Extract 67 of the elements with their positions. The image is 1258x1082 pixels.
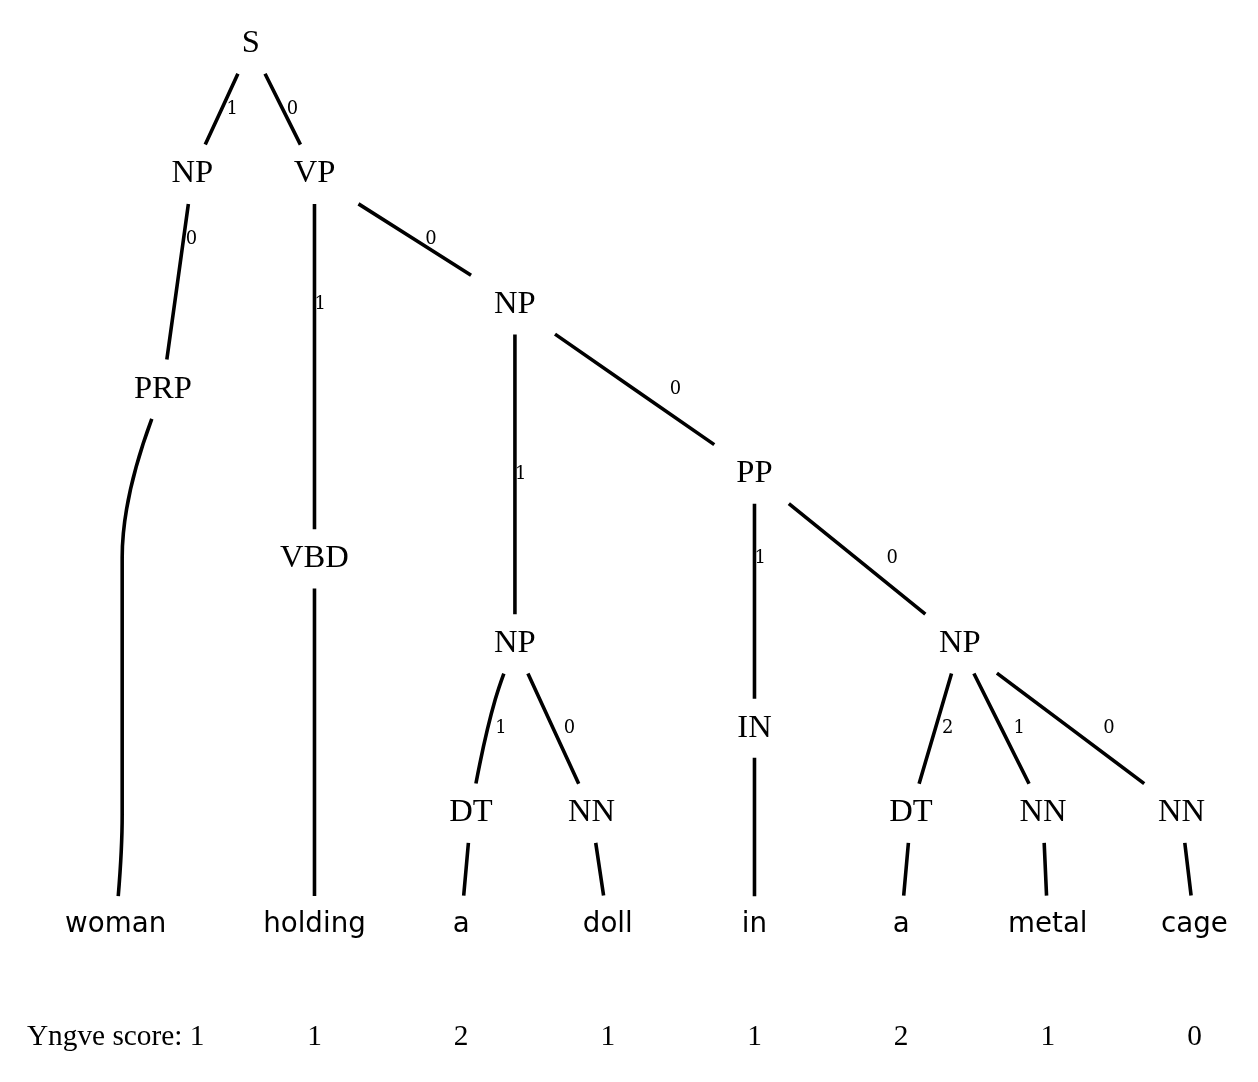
connector [116,418,154,897]
connector [526,672,581,785]
node-text: NP [171,153,214,190]
connector [165,203,191,360]
connector [1042,842,1049,896]
edge-label: 1 [514,461,527,483]
connector [312,588,317,896]
connector [554,332,716,447]
connector [474,672,506,784]
node-text: NN [1019,792,1067,829]
connector [752,757,757,897]
edge-label: 1 [314,292,326,314]
edge-label: 1 [226,96,238,118]
edge-label: 0 [185,227,198,249]
connector [787,502,927,616]
connector [1183,842,1193,896]
node-text: NP [494,622,536,659]
edge-label: 0 [425,227,437,249]
label: 2 [453,1019,469,1052]
node-text: NP [938,622,981,659]
node-text: a [452,906,470,940]
node-text: VBD [280,538,349,575]
label: 1 [307,1019,322,1052]
node-text: holding [263,906,366,940]
connector [593,842,606,896]
node-text: a [892,906,910,940]
connector [752,503,757,699]
connector [917,673,954,785]
node-text: in [741,906,768,940]
node-text: PRP [133,368,192,405]
edge-label: 0 [563,715,576,737]
connector [513,334,517,615]
edge-label: 0 [286,96,299,118]
edge-label: 1 [1013,715,1025,737]
label: 0 [1187,1019,1202,1052]
node-text: NP [494,283,536,320]
node-text: IN [737,707,772,744]
label: 1 [1040,1019,1056,1052]
node-text: DT [889,792,933,829]
node-text: doll [582,906,633,940]
connector [901,842,911,896]
node-text: VP [293,153,336,190]
connector [995,671,1146,786]
edge-label: 0 [1103,715,1115,737]
edge-label: 1 [495,715,507,737]
label: Yngve score: 1 [26,1019,205,1052]
label: 1 [747,1019,762,1052]
node-text: PP [736,453,773,490]
label: 1 [600,1019,616,1052]
edge-label: 0 [669,377,682,399]
node-text: woman [65,906,167,940]
connector [312,204,317,530]
node-text: DT [449,792,493,829]
connector [357,202,472,277]
node-text: S [241,23,260,60]
node-text: NN [567,792,616,829]
label: 2 [893,1019,909,1052]
connector [263,73,303,146]
node-text: metal [1008,906,1088,940]
edge-label: 2 [941,715,954,737]
connector [972,672,1031,785]
connector [203,73,240,146]
node-text: cage [1161,906,1228,940]
node-text: NN [1157,792,1205,829]
edge-label: 1 [754,546,766,568]
connector [461,842,471,896]
edge-label: 0 [886,546,898,568]
